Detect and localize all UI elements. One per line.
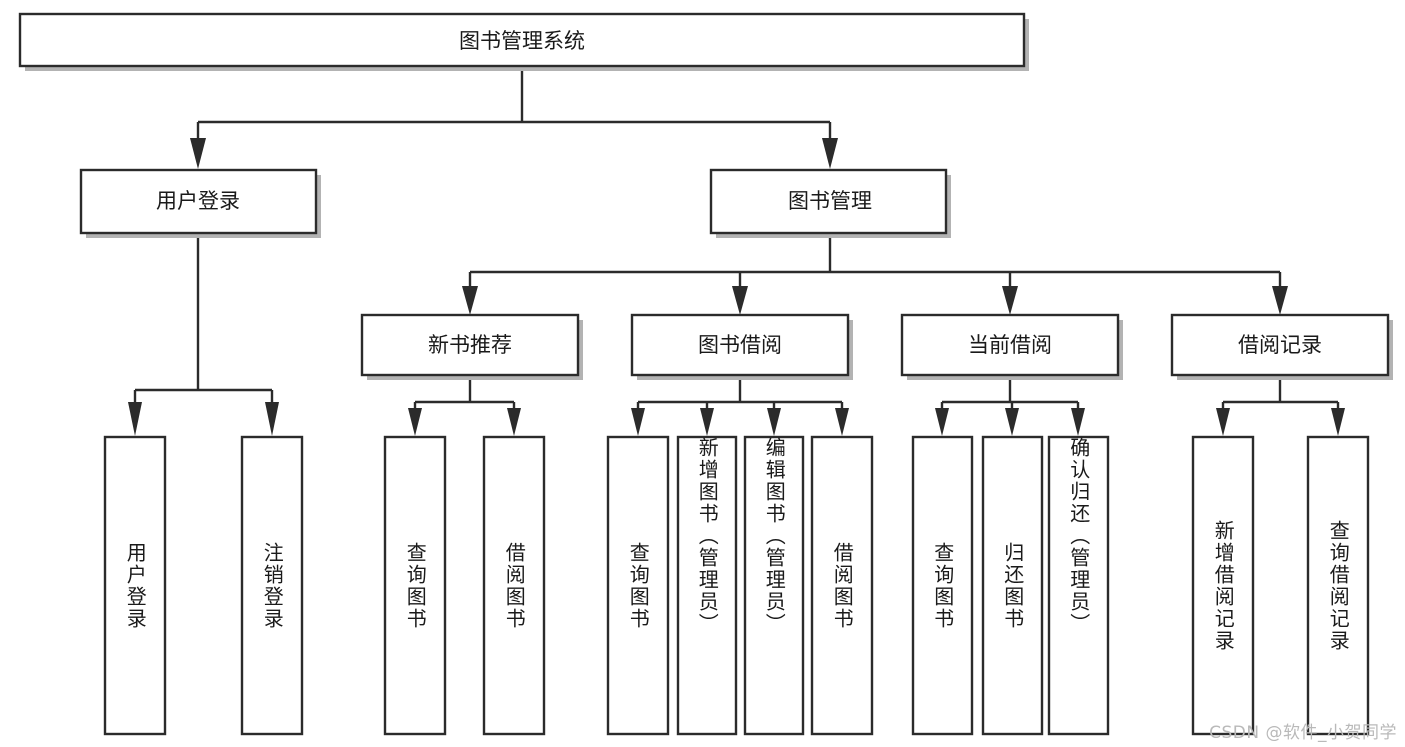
arrow-head-recommend-leaf-1 <box>408 408 422 436</box>
leaf-box-current-query-book[interactable] <box>911 435 974 736</box>
leaf-box-record-add[interactable] <box>1191 435 1255 736</box>
leaf-box-borrow-edit-book[interactable] <box>743 435 805 736</box>
node-new-book-recommend[interactable]: 新书推荐 <box>360 313 583 380</box>
node-borrow-record-box[interactable] <box>1170 313 1390 377</box>
leaf-box-recommend-query-book[interactable] <box>383 435 447 736</box>
node-book-borrow[interactable]: 图书借阅 <box>630 313 853 380</box>
arrow-head-leaf-logout <box>265 402 279 436</box>
node-root-label: 图书管理系统 <box>459 29 585 53</box>
leaf-box-borrow-borrow-book[interactable] <box>810 435 874 736</box>
arrow-head-user-login <box>190 138 206 169</box>
leaf-box-borrow-query-book[interactable] <box>606 435 670 736</box>
node-user-login[interactable]: 用户登录 <box>79 168 321 238</box>
leaf-box-current-confirm-return[interactable] <box>1047 435 1110 736</box>
leaf-box-logout[interactable] <box>240 435 304 736</box>
arrow-head-record-leaf-1 <box>1216 408 1230 436</box>
csdn-watermark: CSDN @软件_小贺同学 <box>1209 723 1397 743</box>
arrow-head-borrow-leaf-1 <box>631 408 645 436</box>
node-book-manage-label: 图书管理 <box>788 189 872 213</box>
arrow-head-current-borrow <box>1002 286 1018 315</box>
arrow-head-current-leaf-3 <box>1071 408 1085 436</box>
leaf-box-current-return-book[interactable] <box>981 435 1044 736</box>
leaf-box-user-login[interactable] <box>103 435 167 736</box>
arrow-head-book-manage <box>822 138 838 169</box>
arrow-head-borrow-leaf-3 <box>767 408 781 436</box>
arrow-head-recommend-leaf-2 <box>507 408 521 436</box>
node-borrow-record[interactable]: 借阅记录 <box>1170 313 1393 380</box>
node-current-borrow-box[interactable] <box>900 313 1120 377</box>
node-current-borrow[interactable]: 当前借阅 <box>900 313 1123 380</box>
arrow-head-current-leaf-2 <box>1005 408 1019 436</box>
arrow-head-borrow-leaf-4 <box>835 408 849 436</box>
leaf-box-layer <box>103 435 1370 736</box>
node-book-manage[interactable]: 图书管理 <box>709 168 951 238</box>
node-root-box[interactable] <box>18 12 1026 68</box>
arrow-head-borrow-leaf-2 <box>700 408 714 436</box>
node-new-book-recommend-box[interactable] <box>360 313 580 377</box>
arrow-head-current-leaf-1 <box>935 408 949 436</box>
arrow-head-leaf-user-login <box>128 402 142 436</box>
node-book-borrow-label: 图书借阅 <box>698 333 782 357</box>
node-borrow-record-label: 借阅记录 <box>1238 333 1322 357</box>
leaf-box-borrow-add-book[interactable] <box>676 435 738 736</box>
node-user-login-box[interactable] <box>79 168 318 235</box>
node-current-borrow-label: 当前借阅 <box>968 333 1052 357</box>
node-root[interactable]: 图书管理系统 <box>18 12 1029 71</box>
node-book-manage-box[interactable] <box>709 168 948 235</box>
connector-layer <box>128 66 1345 436</box>
node-book-borrow-box[interactable] <box>630 313 850 377</box>
arrow-head-book-borrow <box>732 286 748 315</box>
arrow-head-borrow-record <box>1272 286 1288 315</box>
node-user-login-label: 用户登录 <box>156 189 240 213</box>
arrow-head-new-book <box>462 286 478 315</box>
arrow-head-record-leaf-2 <box>1331 408 1345 436</box>
node-new-book-recommend-label: 新书推荐 <box>428 333 512 357</box>
leaf-box-recommend-borrow-book[interactable] <box>482 435 546 736</box>
leaf-box-record-query[interactable] <box>1306 435 1370 736</box>
